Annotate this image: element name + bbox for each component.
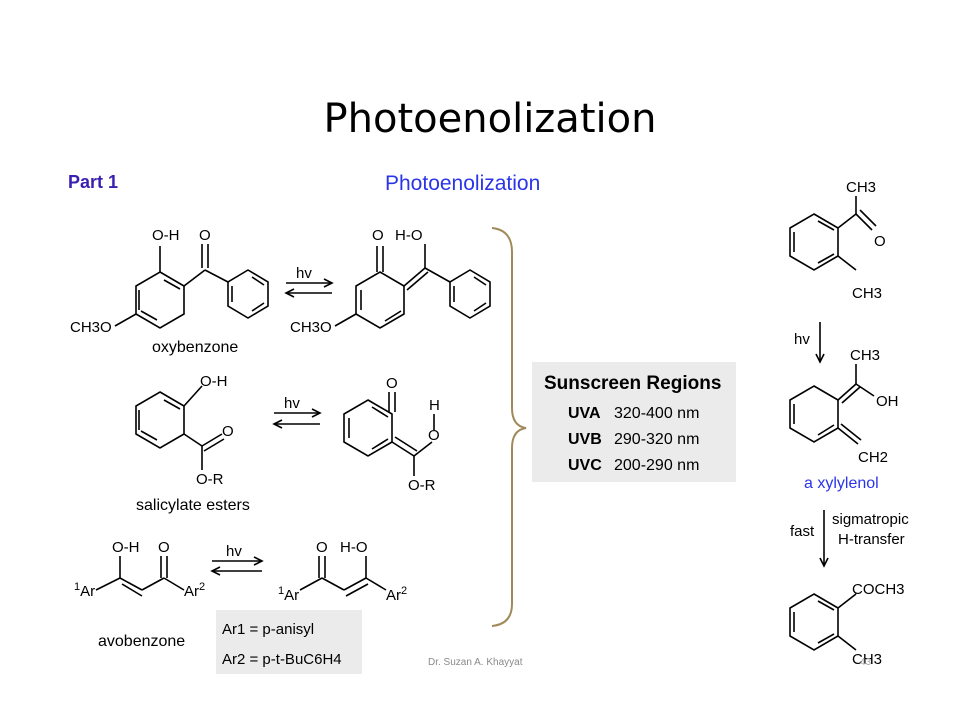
acetophenone-structure [789,196,877,271]
int-ch2: CH2 [858,449,888,466]
part-label: Part 1 [68,172,119,192]
avobenzone-product-structure [299,556,387,597]
sal-product-o: O [386,375,398,392]
avobenzone-key-bg [216,610,362,674]
avobenzone-structure [95,556,185,597]
grouping-brace [491,227,527,627]
product-acyl: COCH3 [852,581,905,598]
avo-product-enol: H-O [340,539,368,556]
avo-ar2: Ar2 [184,581,205,600]
uva-range: 320-400 nm [614,405,699,422]
salicylate-caption: salicylate esters [136,497,250,514]
figure-heading: Photoenolization [385,172,541,195]
xylylenol-structure [789,364,875,445]
avo-ar1: 1Ar [74,581,95,600]
int-oh: OH [876,393,899,410]
hv-label-2: hv [284,395,300,412]
product-methyl: CH3 [852,651,882,668]
avo-carbonyl-o: O [158,539,170,556]
uvb-band: UVB [568,431,602,448]
avo-product-ar1: 1Ar [278,585,299,604]
sunscreen-box-bg [532,362,736,482]
uvb-range: 290-320 nm [614,431,699,448]
avobenzone-caption: avobenzone [98,633,185,650]
uva-band: UVA [568,405,601,422]
hv-label-1: hv [296,265,312,282]
oxybenzone-caption: oxybenzone [152,339,238,356]
slide-title: Photoenolization [323,96,657,142]
sunscreen-box-title: Sunscreen Regions [544,373,721,394]
avo-key-line1: Ar1 = p-anisyl [222,621,314,638]
footer-author: Dr. Suzan A. Khayyat [428,657,523,668]
oxybenzone-structure [114,244,269,329]
sal-product-h: H [429,397,440,414]
int-methyl: CH3 [850,347,880,364]
salicylate-product-structure [343,392,435,476]
sal-product-oh-o: O [428,427,440,444]
uvc-band: UVC [568,457,602,474]
methylacetophenone-structure [789,593,857,651]
sal-product-ester: O-R [408,477,436,494]
start-o: O [874,233,886,250]
oxy-product-enol: H-O [395,227,423,244]
hv-label-3: hv [226,543,242,560]
hv-label-4: hv [794,331,810,348]
avo-product-ar2: Ar2 [386,585,407,604]
sal-carbonyl-o: O [222,423,234,440]
sigmatropic-label: sigmatropic [832,511,909,528]
uvc-range: 200-290 nm [614,457,699,474]
h-transfer-label: H-transfer [838,531,905,548]
xylylenol-caption: a xylylenol [804,475,879,492]
start-methyl: CH3 [846,179,876,196]
avo-oh-label: O-H [112,539,140,556]
avo-product-o: O [316,539,328,556]
oxy-carbonyl-o: O [199,227,211,244]
avo-key-line2: Ar2 = p-t-BuC6H4 [222,651,342,668]
oxy-oh-label: O-H [152,227,180,244]
oxybenzone-product-structure [334,244,491,329]
oxy-methoxy: CH3O [70,319,112,336]
page-number: 43 [860,657,872,668]
oxy-product-methoxy: CH3O [290,319,332,336]
sal-oh-label: O-H [200,373,228,390]
sal-ester: O-R [196,471,224,488]
salicylate-structure [135,385,225,470]
oxy-product-keto-o: O [372,227,384,244]
fast-label: fast [790,523,815,540]
start-ring-methyl: CH3 [852,285,882,302]
